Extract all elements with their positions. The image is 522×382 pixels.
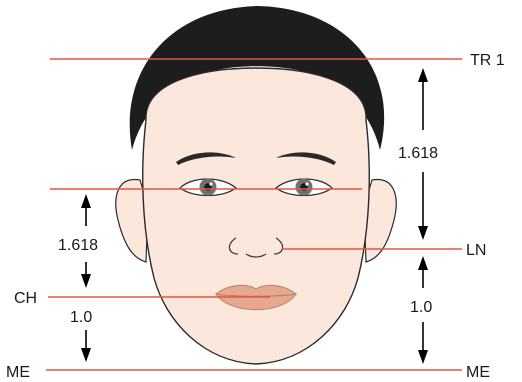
label-ln: LN [466, 242, 486, 259]
ratio-label-lower-left: 1.0 [70, 309, 92, 326]
ratio-label-upper-right: 1.618 [398, 145, 438, 162]
label-me-left: ME [6, 364, 30, 381]
label-ch: CH [14, 290, 37, 307]
face [143, 68, 370, 364]
ratio-label-lower-right: 1.0 [410, 299, 432, 316]
label-tr1: TR 1 [470, 52, 505, 69]
label-me-right: ME [466, 364, 490, 381]
ratio-label-upper-left: 1.618 [58, 237, 98, 254]
ratio-arrow-lower-left [81, 330, 91, 362]
